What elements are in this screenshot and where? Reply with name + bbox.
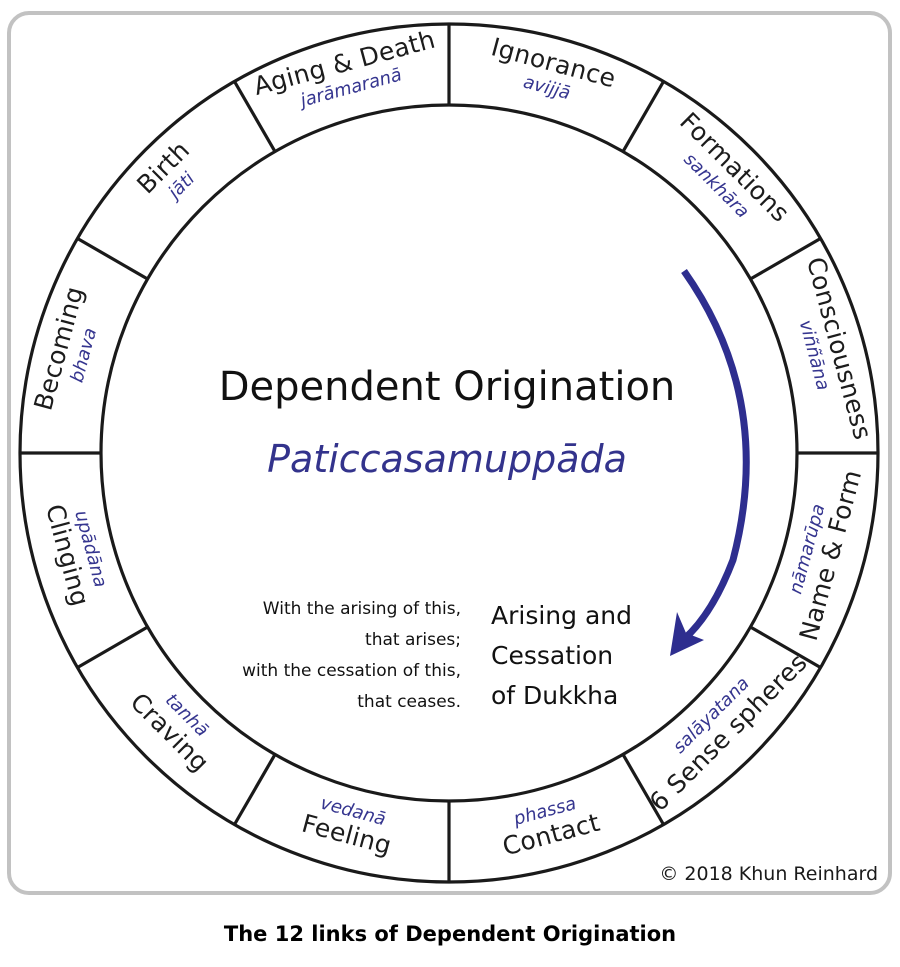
segment-divider xyxy=(76,625,149,669)
arrow-head xyxy=(670,612,704,656)
segment-divider xyxy=(233,753,277,826)
maxim-text: With the arising of this, that arises; w… xyxy=(242,599,461,712)
maxim-line: with the cessation of this, xyxy=(242,661,461,681)
clockwise-arrow-icon xyxy=(670,268,750,656)
segment-divider xyxy=(233,80,277,153)
maxim-line: that ceases. xyxy=(357,692,461,712)
segment-divider xyxy=(749,625,822,669)
segment-divider xyxy=(621,753,665,826)
maxim-line: that arises; xyxy=(365,630,461,650)
figure-caption: The 12 links of Dependent Origination xyxy=(223,922,677,946)
copyright-notice: © 2018 Khun Reinhard xyxy=(659,863,878,885)
segment-divider xyxy=(76,237,149,281)
dependent-origination-wheel: IgnoranceavijjāFormationssankhāraConscio… xyxy=(7,11,892,895)
maxim-line: With the arising of this, xyxy=(263,599,461,619)
segment-divider xyxy=(621,80,665,153)
diagram-frame xyxy=(7,11,892,895)
diagram-title: Dependent Origination xyxy=(219,364,676,410)
cycle-label-line: Arising and xyxy=(491,601,632,630)
cycle-label-line: of Dukkha xyxy=(491,681,618,710)
cycle-label: Arising and Cessation of Dukkha xyxy=(491,601,632,710)
arrow-shaft xyxy=(680,268,750,643)
segment-divider xyxy=(749,237,822,281)
diagram-subtitle: Paticcasamuppāda xyxy=(267,437,627,481)
cycle-label-line: Cessation xyxy=(491,641,613,670)
segment-dividers xyxy=(20,24,878,882)
